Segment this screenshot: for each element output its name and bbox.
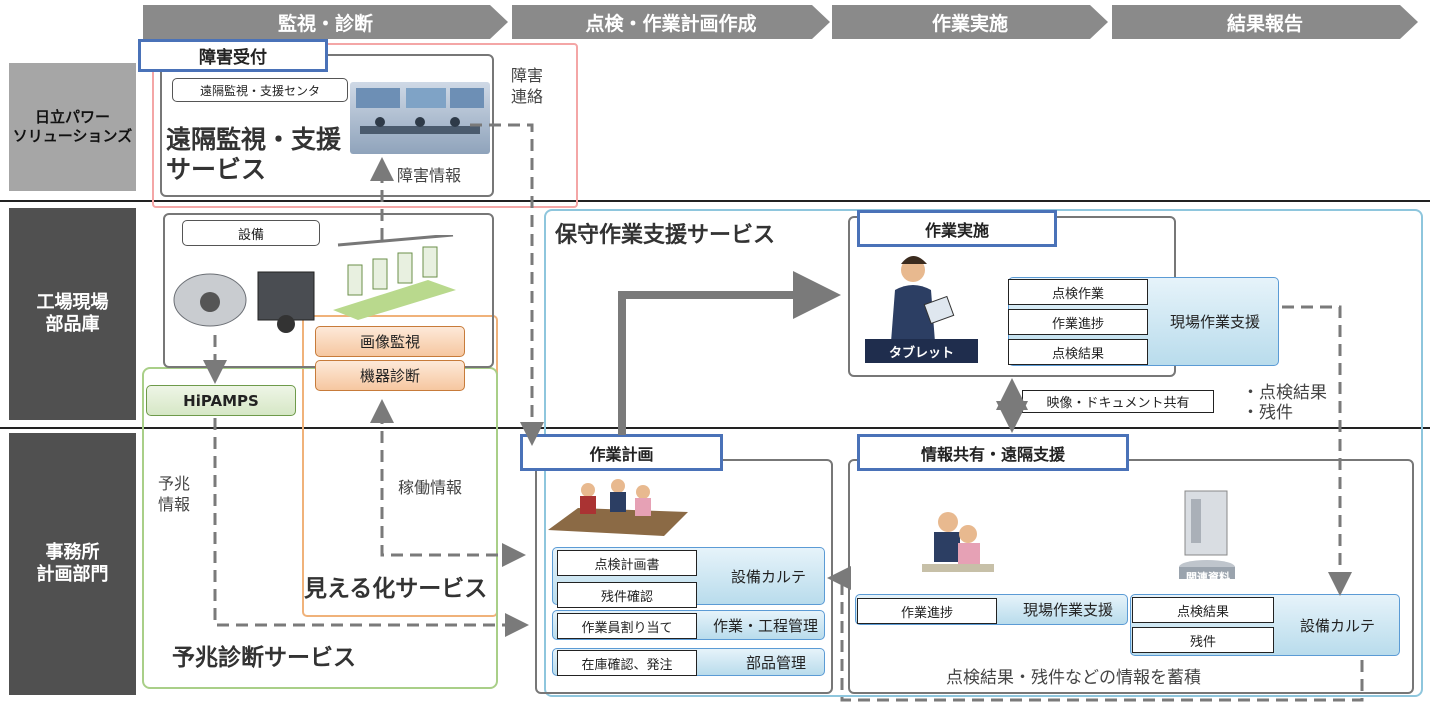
report-items-label: ・点検結果 ・残件 [1242, 383, 1327, 424]
stock-order-cell[interactable]: 在庫確認、発注 [557, 650, 697, 676]
image-monitoring-button[interactable]: 画像監視 [315, 326, 465, 357]
work-process-label: 作業・工程管理 [712, 616, 818, 635]
row-divider [0, 200, 1430, 202]
equipment-label: 設備 [182, 220, 320, 246]
planning-meeting-illustration [548, 478, 688, 538]
production-line-illustration [328, 235, 458, 320]
equipment-record-label-2: 設備カルテ [1299, 616, 1375, 635]
phase-inspection-planning: 点検・作業計画作成 [512, 5, 830, 39]
row-label-hitachi: 日立パワー ソリューションズ [9, 63, 136, 191]
control-room-photo-graphic [356, 88, 484, 134]
remote-support-graphic [922, 512, 994, 572]
fault-info-label: 障害情報 [397, 166, 462, 185]
accumulate-note: 点検結果・残件などの情報を蓄積 [946, 668, 1201, 688]
field-support-label-2: 現場作業支援 [1022, 601, 1113, 619]
worker-assign-cell[interactable]: 作業員割り当て [557, 613, 697, 639]
worker-with-tablet-illustration [883, 252, 963, 342]
video-doc-share-label: 映像・ドキュメント共有 [1022, 390, 1214, 413]
maintenance-service-title: 保守作業支援サービス [555, 223, 776, 248]
remote-center-label: 遠隔監視・支援センタ [172, 78, 348, 102]
related-docs-label: 関連資料 [1186, 571, 1230, 584]
info-sharing-title: 情報共有・遠隔支援 [857, 434, 1129, 471]
machinery-graphic [173, 271, 315, 333]
visualization-service-title: 見える化サービス [304, 576, 488, 602]
phase-work-execution: 作業実施 [832, 5, 1108, 39]
control-room-photo [350, 82, 490, 154]
remote-support-illustration [918, 508, 998, 578]
phase-result-report: 結果報告 [1112, 5, 1418, 39]
machinery-illustration [170, 250, 320, 340]
work-planning-title: 作業計画 [520, 434, 723, 471]
work-execution-title: 作業実施 [857, 210, 1057, 247]
remote-service-title: 遠隔監視・支援 サービス [166, 125, 342, 184]
row-label-factory: 工場現場 部品庫 [9, 208, 136, 420]
fault-reception-title: 障害受付 [138, 39, 328, 72]
predictive-service-title: 予兆診断サービス [172, 645, 356, 671]
sign-info-label: 予兆 情報 [158, 474, 191, 514]
work-progress-cell[interactable]: 作業進捗 [1008, 309, 1148, 335]
tablet-label: タブレット [865, 339, 978, 363]
remote-service-region [152, 43, 578, 208]
row-label-office: 事務所 計画部門 [9, 433, 136, 695]
parts-management-label: 部品管理 [745, 653, 806, 672]
field-support-label: 現場作業支援 [1169, 313, 1260, 331]
server-illustration [1177, 487, 1237, 587]
device-diagnosis-button[interactable]: 機器診断 [315, 360, 465, 391]
fault-contact-label: 障害 連絡 [511, 66, 544, 106]
equipment-record-label: 設備カルテ [730, 567, 806, 586]
remaining-cell-2[interactable]: 残件 [1132, 627, 1274, 653]
inspection-work-cell[interactable]: 点検作業 [1008, 279, 1148, 305]
inspection-plan-cell[interactable]: 点検計画書 [557, 550, 697, 576]
inspection-result-cell-2[interactable]: 点検結果 [1132, 597, 1274, 623]
work-progress-cell-2[interactable]: 作業進捗 [857, 598, 997, 624]
remaining-check-cell[interactable]: 残件確認 [557, 582, 697, 608]
production-line-graphic [333, 235, 456, 320]
inspection-result-cell[interactable]: 点検結果 [1008, 339, 1148, 365]
operation-info-label: 稼働情報 [398, 478, 463, 497]
planning-meeting-graphic [548, 479, 688, 536]
hipamps-button[interactable]: HiPAMPS [146, 385, 296, 416]
phase-monitoring-diagnosis: 監視・診断 [143, 5, 508, 39]
server-graphic [1179, 490, 1235, 579]
worker-graphic [891, 256, 955, 342]
